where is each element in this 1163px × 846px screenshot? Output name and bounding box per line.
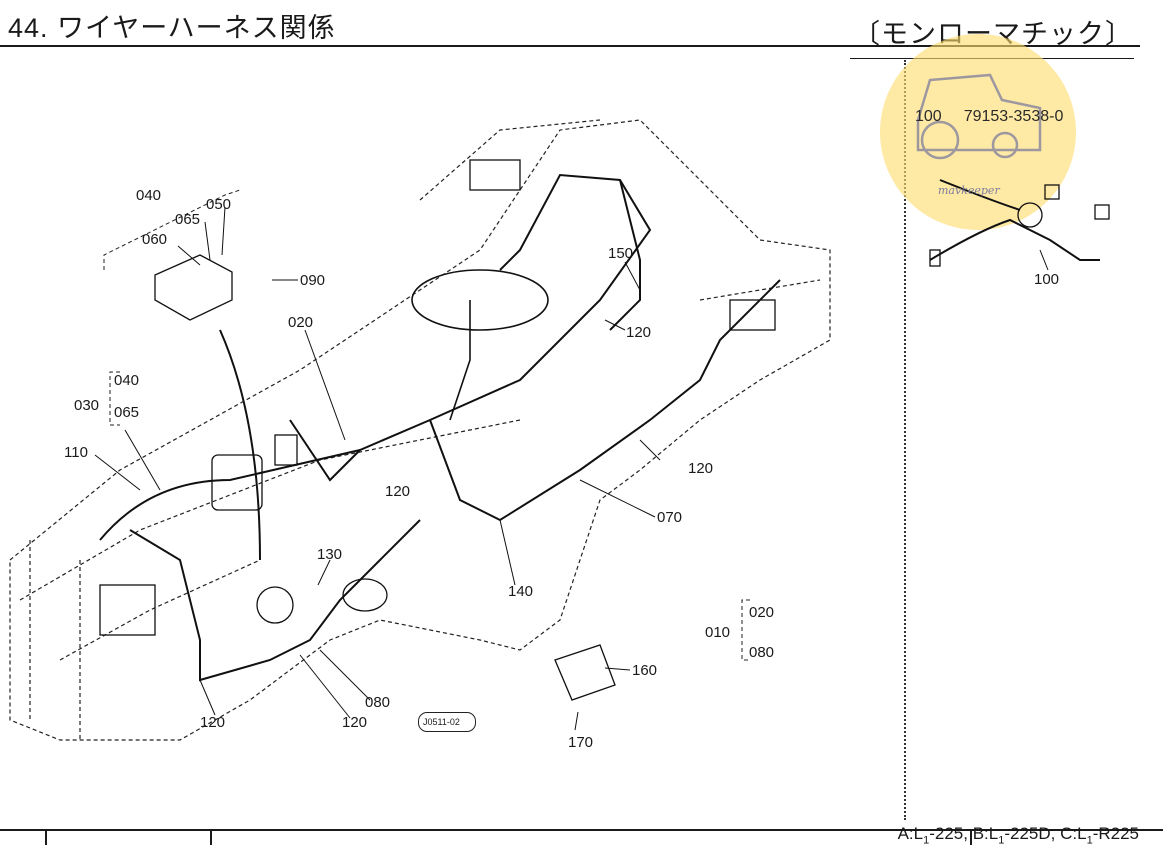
model-code-a-prefix: A:L (897, 824, 924, 843)
callout-160: 160 (632, 662, 657, 679)
callout-110: 110 (64, 444, 88, 461)
callout-040-b: 040 (114, 372, 139, 389)
footer-cell-divider (210, 829, 212, 845)
callout-050: 050 (206, 196, 231, 213)
page-title: 44. ワイヤーハーネス関係 (8, 13, 336, 43)
group-brackets (103, 189, 750, 661)
callout-070: 070 (657, 509, 682, 526)
watermark-part-info: 100 79153-3538-0 (915, 108, 1085, 126)
callout-080: 080 (365, 694, 390, 711)
model-code-c-sub: 1 (1086, 834, 1093, 846)
model-codes: A:L1-225, B:L1-225D, C:L1-R225 (898, 824, 1139, 846)
callout-170: 170 (568, 734, 593, 751)
callout-120-d: 120 (342, 714, 367, 731)
callout-120-e: 120 (200, 714, 225, 731)
callout-065: 065 (175, 211, 200, 228)
callout-060: 060 (142, 231, 167, 248)
callout-120-b: 120 (688, 460, 713, 477)
callout-090: 090 (300, 272, 325, 289)
components (99, 159, 1110, 701)
title-underline (0, 45, 1140, 47)
callout-010: 010 (705, 624, 730, 641)
tractor-logo-icon (916, 73, 1042, 160)
callout-030: 030 (74, 397, 99, 414)
model-code-c: -225D, C:L (1004, 824, 1087, 843)
callout-100: 100 (1034, 271, 1059, 288)
callout-120-a: 120 (626, 324, 651, 341)
model-code-a-sub: 1 (923, 834, 930, 846)
drawing-ref-frame (418, 712, 476, 732)
steering-wheel (411, 269, 549, 421)
callout-150: 150 (608, 245, 633, 262)
tractor-outline (9, 119, 831, 741)
callout-020-b: 020 (749, 604, 774, 621)
callout-120-c: 120 (385, 483, 410, 500)
watermark-qty: 100 (915, 108, 942, 125)
model-code-b: -225, B:L (929, 824, 999, 843)
model-code-c-suffix: -R225 (1092, 824, 1139, 843)
model-code-b-sub: 1 (998, 834, 1005, 846)
drawing-ref: J0511-02 (423, 717, 460, 727)
footer-cell-divider (45, 829, 47, 845)
leader-lines (94, 206, 1049, 731)
watermark-brand: mavkeeper (938, 184, 1000, 197)
watermark-part-number: 79153-3538-0 (963, 108, 1064, 125)
callout-040: 040 (136, 187, 161, 204)
callout-065-b: 065 (114, 404, 139, 421)
callout-080-b: 080 (749, 644, 774, 661)
callout-130: 130 (317, 546, 342, 563)
footer-cell-divider (970, 829, 972, 845)
callout-140: 140 (508, 583, 533, 600)
watermark-badge (880, 34, 1076, 230)
callout-020: 020 (288, 314, 313, 331)
harness-wires (99, 173, 1100, 682)
section-divider (904, 60, 906, 820)
footer-rule (0, 829, 1163, 831)
